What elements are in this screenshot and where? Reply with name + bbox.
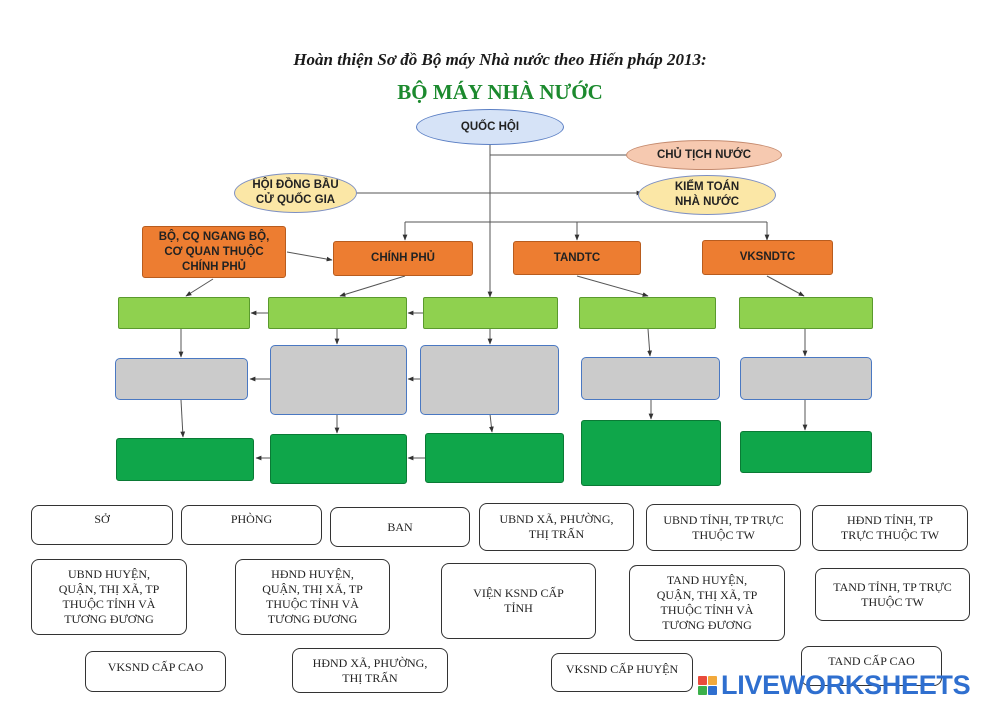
answer-card-vksnd-cap-huyen[interactable]: VKSND CẤP HUYỆN <box>551 653 693 692</box>
drop-zone-row2-col5[interactable] <box>740 357 872 400</box>
answer-card-hdnd-huyen-line2: QUẬN, THỊ XÃ, TP <box>262 582 363 596</box>
drop-zone-row2-col4[interactable] <box>581 357 720 400</box>
answer-card-ubnd-tinh-line2: THUỘC TW <box>692 527 755 542</box>
answer-card-tand-huyen-line1: TAND HUYỆN, <box>666 573 748 587</box>
answer-card-ubnd-huyen-line2: QUẬN, THỊ XÃ, TP <box>58 582 160 596</box>
drop-zone-row1-col5[interactable] <box>739 297 873 329</box>
answer-card-phong-label: PHÒNG <box>230 512 273 526</box>
answer-card-hdnd-tinh-line1: HĐND TỈNH, TP <box>847 513 933 527</box>
node-hoi-dong-bau-cu: HỘI ĐỒNG BẦU CỬ QUỐC GIA <box>234 173 357 213</box>
answer-card-vien-ksnd-line1: VIỆN KSND CẤP <box>473 586 564 600</box>
arrow-bo-chinhphu <box>286 251 333 262</box>
answer-card-ubnd-huyen-line1: UBND HUYỆN, <box>68 567 150 581</box>
node-chinh-phu: CHÍNH PHỦ <box>333 241 473 276</box>
node-quoc-hoi: QUỐC HỘI <box>416 109 564 145</box>
answer-card-hdnd-xa-line1: HĐND XÃ, PHƯỜNG, <box>312 655 428 670</box>
node-vksndtc-label: VKSNDTC <box>739 251 796 263</box>
drop-zone-row1-col4[interactable] <box>579 297 716 329</box>
diagram-heading: BỘ MÁY NHÀ NƯỚC <box>397 80 603 104</box>
node-tandtc-label: TANDTC <box>553 251 601 264</box>
node-hdbc-line2: CỬ QUỐC GIA <box>255 194 336 206</box>
answer-card-ubnd-huyen-line4: TƯƠNG ĐƯƠNG <box>64 612 154 626</box>
liveworksheets-logo: LIVEWORKSHEETS <box>698 670 971 701</box>
drop-zone-row3-col1[interactable] <box>116 438 254 481</box>
answer-card-hdnd-huyen-line1: HĐND HUYỆN, <box>271 567 354 581</box>
answer-card-vksnd-cap-huyen-label: VKSND CẤP HUYỆN <box>565 662 679 676</box>
answer-card-vien-ksnd-line2: TỈNH <box>504 601 533 615</box>
node-bo-cq-ngang-bo: BỘ, CQ NGANG BỘ, CƠ QUAN THUỘC CHÍNH PHỦ <box>142 226 286 278</box>
answer-card-vksnd-cap-cao-label: VKSND CẤP CAO <box>107 660 204 674</box>
drop-zone-row2-col2[interactable] <box>270 345 407 415</box>
drop-zone-row3-col3[interactable] <box>425 433 564 483</box>
answer-card-ubnd-xa-line1: UBND XÃ, PHƯỜNG, <box>499 512 614 526</box>
answer-card-hdnd-xa-line2: THỊ TRẤN <box>342 670 398 685</box>
answer-card-ubnd-huyen-line3: THUỘC TỈNH VÀ <box>62 597 156 611</box>
answer-card-vien-ksnd-tinh[interactable]: VIỆN KSND CẤP TỈNH <box>441 563 596 639</box>
answer-card-tand-huyen-line2: QUẬN, THỊ XÃ, TP <box>656 588 758 602</box>
answer-card-tand-tinh-line2: THUỘC TW <box>861 594 924 609</box>
answer-card-tand-tinh[interactable]: TAND TỈNH, TP TRỰC THUỘC TW <box>815 568 970 621</box>
answer-card-hdnd-xa[interactable]: HĐND XÃ, PHƯỜNG, THỊ TRẤN <box>292 648 448 693</box>
node-bo-line2: CƠ QUAN THUỘC <box>164 245 264 258</box>
answer-card-tand-huyen-line3: THUỘC TỈNH VÀ <box>660 603 754 617</box>
node-tandtc: TANDTC <box>513 241 641 275</box>
node-kiem-toan-line1: KIỂM TOÁN <box>674 181 740 193</box>
answer-card-hdnd-tinh-line2: TRỰC THUỘC TW <box>840 528 940 542</box>
answer-card-so[interactable]: SỞ <box>31 505 173 545</box>
answer-card-vksnd-cap-cao[interactable]: VKSND CẤP CAO <box>85 651 226 692</box>
node-bo-line3: CHÍNH PHỦ <box>182 260 246 273</box>
answer-card-hdnd-huyen-line3: THUỘC TỈNH VÀ <box>266 597 359 611</box>
answer-card-so-label: SỞ <box>94 512 110 526</box>
answer-card-tand-huyen-line4: TƯƠNG ĐƯƠNG <box>662 618 752 632</box>
node-kiem-toan-line2: NHÀ NƯỚC <box>674 196 740 208</box>
answer-card-ban-label: BAN <box>387 519 413 534</box>
answer-card-ban[interactable]: BAN <box>330 507 470 547</box>
drop-zone-row1-col1[interactable] <box>118 297 250 329</box>
node-chinh-phu-label: CHÍNH PHỦ <box>371 252 435 264</box>
answer-card-ubnd-huyen[interactable]: UBND HUYỆN, QUẬN, THỊ XÃ, TP THUỘC TỈNH … <box>31 559 187 635</box>
answer-card-hdnd-tinh[interactable]: HĐND TỈNH, TP TRỰC THUỘC TW <box>812 505 968 551</box>
node-quoc-hoi-label: QUỐC HỘI <box>460 120 520 133</box>
answer-card-ubnd-tinh-line1: UBND TỈNH, TP TRỰC <box>663 512 784 527</box>
drop-zone-row3-col2[interactable] <box>270 434 407 484</box>
answer-card-tand-cap-cao-label: TAND CẤP CAO <box>828 654 915 668</box>
drop-zone-row3-col4[interactable] <box>581 420 721 486</box>
drop-zone-row1-col2[interactable] <box>268 297 407 329</box>
drop-zone-row3-col5[interactable] <box>740 431 872 473</box>
node-bo-line1: BỘ, CQ NGANG BỘ, <box>158 230 270 243</box>
liveworksheets-logo-text: LIVEWORKSHEETS <box>721 670 971 700</box>
answer-card-hdnd-huyen[interactable]: HĐND HUYỆN, QUẬN, THỊ XÃ, TP THUỘC TỈNH … <box>235 559 390 635</box>
answer-card-phong[interactable]: PHÒNG <box>181 505 322 545</box>
liveworksheets-logo-icon <box>698 676 717 695</box>
answer-card-ubnd-tinh[interactable]: UBND TỈNH, TP TRỰC THUỘC TW <box>646 504 801 551</box>
drop-zone-row2-col3[interactable] <box>420 345 559 415</box>
node-chu-tich-nuoc: CHỦ TỊCH NƯỚC <box>626 140 782 170</box>
answer-card-tand-tinh-line1: TAND TỈNH, TP TRỰC <box>833 579 952 594</box>
answer-card-ubnd-xa-line2: THỊ TRẤN <box>528 527 585 541</box>
answer-card-hdnd-huyen-line4: TƯƠNG ĐƯƠNG <box>267 612 358 626</box>
node-kiem-toan: KIỂM TOÁN NHÀ NƯỚC <box>638 175 776 215</box>
node-chu-tich-nuoc-label: CHỦ TỊCH NƯỚC <box>656 148 752 161</box>
node-vksndtc: VKSNDTC <box>702 240 833 275</box>
node-hdbc-line1: HỘI ĐỒNG BẦU <box>252 179 339 191</box>
drop-zone-row2-col1[interactable] <box>115 358 248 400</box>
worksheet-title: Hoàn thiện Sơ đồ Bộ máy Nhà nước theo Hi… <box>293 50 707 69</box>
drop-zone-row1-col3[interactable] <box>423 297 558 329</box>
answer-card-tand-huyen[interactable]: TAND HUYỆN, QUẬN, THỊ XÃ, TP THUỘC TỈNH … <box>629 565 785 641</box>
answer-card-ubnd-xa[interactable]: UBND XÃ, PHƯỜNG, THỊ TRẤN <box>479 503 634 551</box>
answer-card-tand-cap-cao[interactable]: TAND CẤP CAO <box>801 646 942 686</box>
